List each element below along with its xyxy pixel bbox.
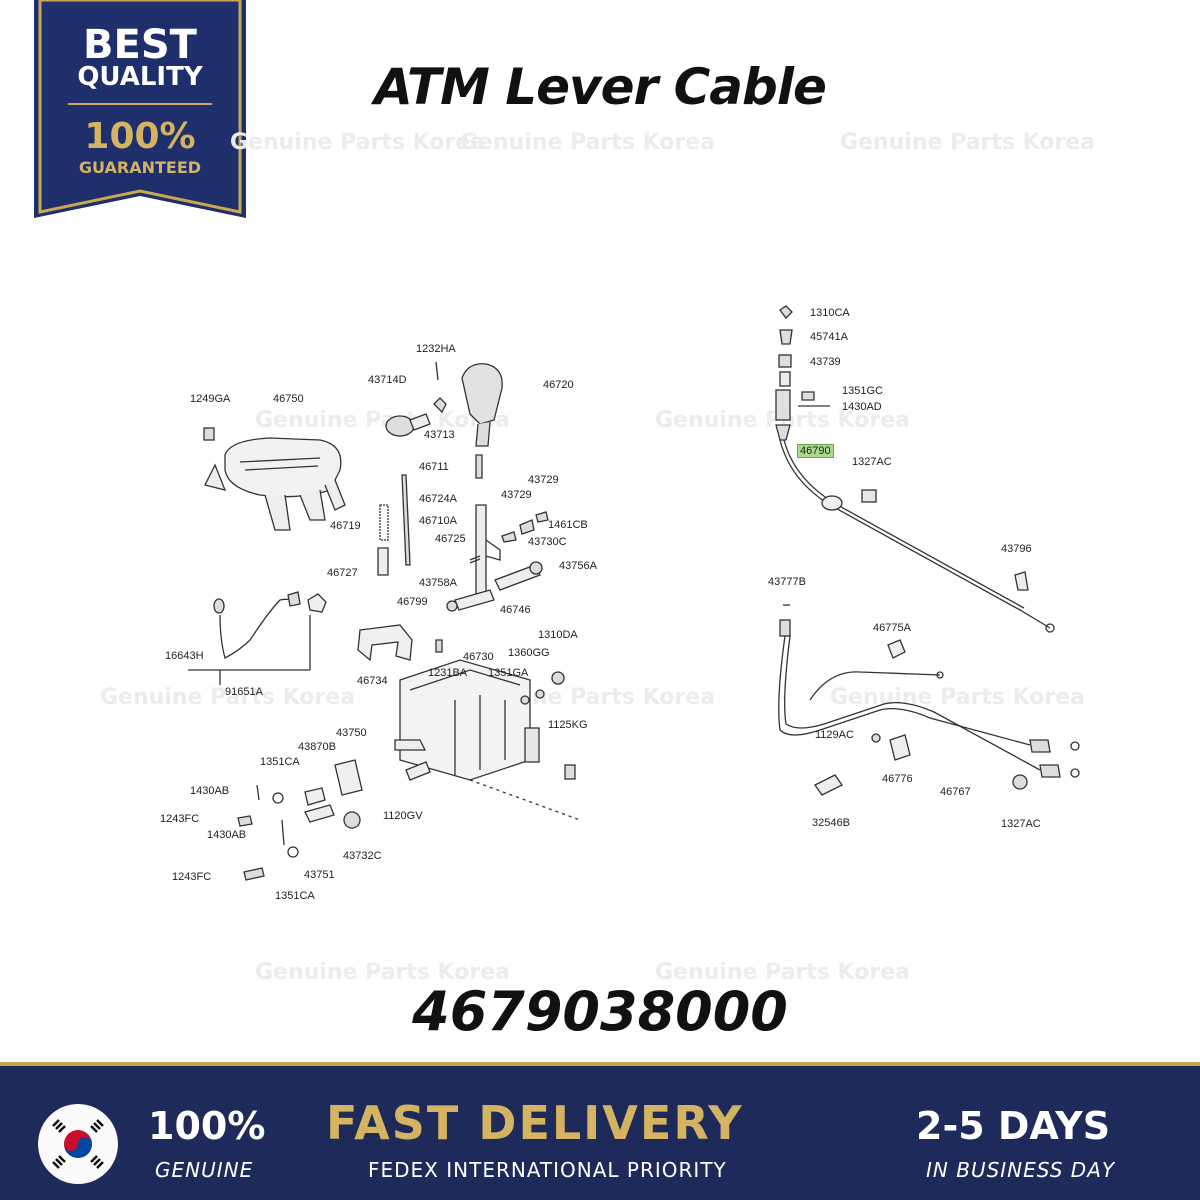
part-label: 1232HA [416,343,456,355]
part-label: 1129AC [815,729,854,741]
part-label: 46746 [500,604,531,616]
part-label: 43714D [368,374,407,386]
button-part [385,415,415,437]
part-label: 46719 [330,520,361,532]
watermark: Genuine Parts Korea [460,130,715,155]
part-label: 1430AB [207,829,247,841]
watermark: Genuine Parts Korea [230,130,485,155]
part-label: 1243FC [172,871,212,883]
watermark: Genuine Parts Korea [255,960,510,985]
part-label: 43729 [501,489,532,501]
part-label: 46720 [543,379,574,391]
part-label: 43739 [810,356,841,368]
bracket-part [357,624,413,662]
part-label: 43729 [528,474,559,486]
part-label: 46776 [882,773,913,785]
part-label: 32546B [812,817,850,829]
part-label: 1461CB [548,519,588,531]
part-label: 1249GA [190,393,231,405]
console-cover-part [204,437,346,531]
part-label: 46727 [327,567,358,579]
part-label: 46767 [940,786,971,798]
watermark: Genuine Parts Korea [840,130,1095,155]
badge-best: BEST [83,22,197,68]
part-label: 46734 [357,675,388,687]
fedex-label: FEDEX INTERNATIONAL PRIORITY [368,1158,727,1182]
part-label: 16643H [165,650,204,662]
shift-knob-part [461,363,503,447]
part-label: 46750 [273,393,304,405]
part-label: 46710A [419,515,457,527]
part-label: 46724A [419,493,457,505]
part-label: 1351CA [275,890,315,902]
part-label: 1351GA [488,667,529,679]
part-label: 1231BA [428,667,468,679]
badge-shape [34,0,246,218]
part-label: 1360GG [508,647,550,659]
badge-quality: QUALITY [77,62,203,92]
part-label: 43777B [768,576,806,588]
part-label: 1310CA [810,307,850,319]
watermark: Genuine Parts Korea [655,960,910,985]
part-label: 1351GC [842,385,883,397]
footer-banner: 100% GENUINE FAST DELIVERY FEDEX INTERNA… [0,1062,1200,1200]
part-label: 91651A [225,686,263,698]
highlighted-part-label: 46790 [797,444,834,458]
part-label: 43732C [343,850,382,862]
part-label: 43751 [304,869,335,881]
part-label: 1430AB [190,785,230,797]
part-label: 43758A [419,577,457,589]
part-label: 45741A [810,331,848,343]
part-label: 43756A [559,560,597,572]
watermark: Genuine Parts Korea [830,685,1085,710]
part-label: 43796 [1001,543,1032,555]
delivery-days: 2-5 DAYS [916,1104,1111,1148]
part-label: 1430AD [842,401,882,413]
part-label: 43870B [298,741,336,753]
part-label: 46711 [419,461,449,473]
part-label: 46775A [873,622,911,634]
lower-cable-part [778,604,1080,778]
bolt-part [203,427,215,441]
rod-part [401,474,411,566]
genuine-label: GENUINE [155,1158,254,1182]
part-label: 46725 [435,533,466,545]
business-day-label: IN BUSINESS DAY [926,1158,1116,1182]
lever-cable-part [775,305,1055,633]
part-label: 1243FC [160,813,200,825]
part-number: 4679038000 [412,980,788,1043]
page-title: ATM Lever Cable [374,58,827,116]
south-korea-flag-icon [38,1104,118,1184]
part-label: 1327AC [852,456,892,468]
part-label: 43750 [336,727,367,739]
genuine-percent: 100% [148,1104,266,1148]
part-label: 1125KG [548,719,588,731]
wire-harness-part [188,591,327,685]
part-label: 46799 [397,596,428,608]
part-label: 43730C [528,536,567,548]
part-label: 1351CA [260,756,300,768]
base-housing-part [394,659,581,821]
part-label: 1310DA [538,629,578,641]
badge-100: 100% [84,116,196,157]
fast-delivery-title: FAST DELIVERY [326,1096,744,1150]
badge-guaranteed: GUARANTEED [78,158,202,177]
part-label: 46730 [463,651,494,663]
part-label: 1120GV [383,810,423,822]
part-label: 43713 [424,429,455,441]
watermark: Genuine Parts Korea [100,685,355,710]
best-quality-badge: BEST QUALITY 100% GUARANTEED [34,0,246,222]
part-label: 1327AC [1001,818,1041,830]
watermark: Genuine Parts Korea [255,408,510,433]
